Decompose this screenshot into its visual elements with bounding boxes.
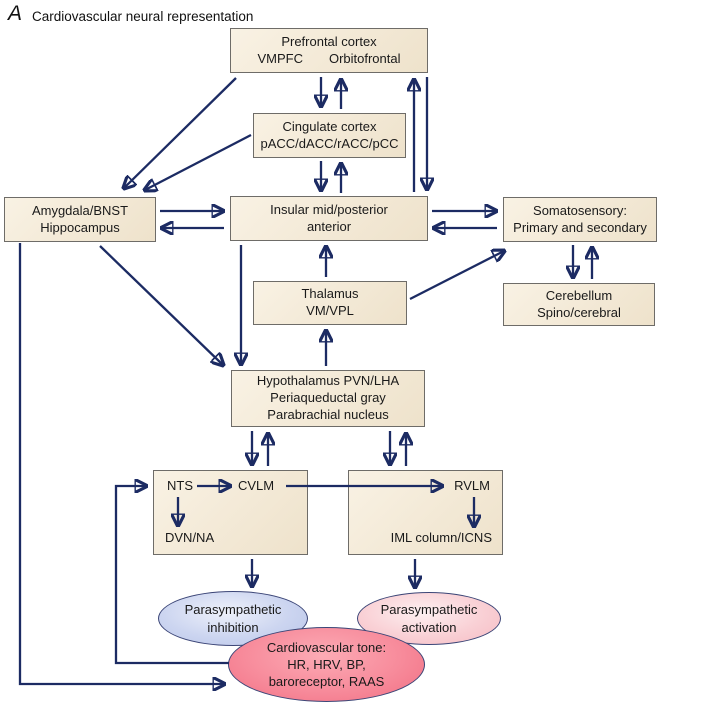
node-line: Hypothalamus PVN/LHA [256, 373, 400, 389]
node-prefrontal-cortex: Prefrontal cortex VMPFC Orbitofrontal [230, 28, 428, 73]
node-amygdala-bnst: Amygdala/BNST Hippocampus [4, 197, 156, 242]
node-cerebellum: Cerebellum Spino/cerebral [503, 283, 655, 326]
node-line: Somatosensory: [533, 202, 627, 218]
node-line: Prefrontal cortex [281, 33, 377, 49]
panel-label: A [8, 2, 23, 25]
node-brainstem-right: RVLM IML column/ICNS [348, 470, 503, 555]
node-line: Hippocampus [40, 219, 120, 235]
node-thalamus: Thalamus VM/VPL [253, 281, 407, 325]
arrow-thalamus-to-somatosensory [409, 251, 504, 301]
label-vmpfc: VMPFC [257, 50, 303, 66]
arrow-amygdala-to-hypothalamus [99, 245, 223, 365]
node-brainstem-left: NTS CVLM DVN/NA [153, 470, 308, 555]
arrow-prefrontal-to-amygdala [124, 77, 237, 188]
label-nts: NTS [167, 478, 193, 493]
label-iml-icns: IML column/ICNS [390, 530, 492, 545]
label-orbitofrontal: Orbitofrontal [328, 50, 401, 66]
node-line: Primary and secondary [513, 219, 647, 235]
node-line: Spino/cerebral [537, 304, 621, 320]
node-line: anterior [306, 218, 352, 234]
arrow-cingulate-to-amygdala [145, 133, 252, 190]
node-line: Cardiovascular tone: [266, 639, 387, 655]
node-subline: VMPFC Orbitofrontal [257, 51, 400, 68]
node-line: Thalamus [301, 286, 359, 302]
node-line: Cerebellum [545, 287, 613, 303]
node-hypothalamus: Hypothalamus PVN/LHA Periaqueductal gray… [231, 370, 425, 427]
node-line: baroreceptor, RAAS [268, 674, 385, 690]
node-line: Amygdala/BNST [31, 202, 129, 218]
node-cingulate-cortex: Cingulate cortex pACC/dACC/rACC/pCC [253, 113, 406, 158]
node-insular: Insular mid/posterior anterior [230, 196, 428, 241]
node-line: HR, HRV, BP, [287, 656, 366, 672]
node-line: Cingulate cortex [282, 118, 377, 134]
label-rvlm: RVLM [454, 478, 490, 493]
label-dvn-na: DVN/NA [165, 530, 215, 545]
node-cardiovascular-tone: Cardiovascular tone: HR, HRV, BP, barore… [228, 627, 425, 702]
node-line: activation [401, 619, 457, 635]
label-cvlm: CVLM [238, 478, 275, 493]
node-line: Parasympathetic [184, 602, 282, 618]
node-somatosensory: Somatosensory: Primary and secondary [503, 197, 657, 242]
node-line: VM/VPL [306, 303, 354, 318]
figure-title: Cardiovascular neural representation [32, 9, 254, 24]
node-line: Insular mid/posterior [270, 201, 388, 217]
node-line: pACC/dACC/rACC/pCC [260, 135, 399, 151]
node-line: Periaqueductal gray [270, 390, 386, 406]
node-line: Parabrachial nucleus [267, 406, 389, 422]
node-line: inhibition [207, 619, 259, 635]
node-line: Parasympathetic [380, 602, 478, 618]
